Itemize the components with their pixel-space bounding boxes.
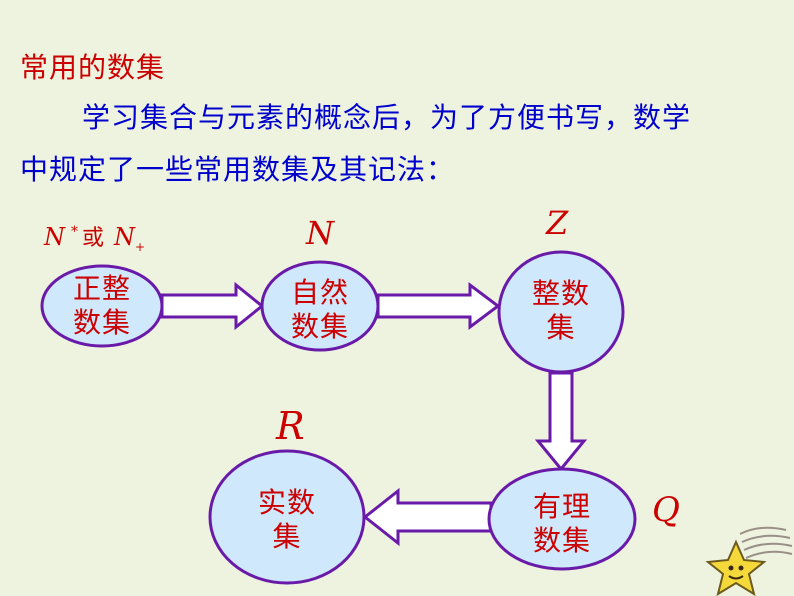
symbol-plus: + — [135, 239, 146, 254]
arrow-integers-to-rationals — [534, 371, 588, 472]
symbol-reals: R — [276, 404, 305, 448]
section-heading: 常用的数集 — [20, 51, 166, 84]
symbol-n-alt: N — [114, 223, 136, 251]
label-line: 数集 — [290, 310, 349, 343]
symbol-natural-numbers: N — [306, 214, 334, 252]
node-integers — [497, 250, 625, 374]
label-line: 整数 — [531, 277, 590, 310]
node-rationals-label: 有理 数集 — [512, 490, 612, 558]
label-line: 数集 — [72, 306, 131, 339]
symbol-star: * — [71, 224, 78, 240]
symbol-integers: Z — [546, 204, 569, 242]
intro-paragraph: 学习集合与元素的概念后，为了方便书写，数学 中规定了一些常用数集及其记法： — [20, 92, 760, 196]
arrow-positive-to-natural — [160, 281, 265, 331]
label-line: 数集 — [532, 524, 591, 557]
symbol-n: N — [44, 223, 65, 251]
label-line: 自然 — [290, 276, 349, 309]
label-line: 集 — [546, 311, 576, 344]
node-natural-numbers-label: 自然 数集 — [270, 276, 370, 344]
node-integers-label: 整数 集 — [511, 277, 611, 345]
symbol-or: 或 — [82, 226, 105, 251]
node-positive-integers — [40, 264, 164, 348]
node-rationals — [487, 467, 637, 571]
node-reals-label: 实数 集 — [237, 486, 337, 554]
star-decoration-icon — [705, 526, 793, 596]
intro-line-2: 中规定了一些常用数集及其记法： — [20, 153, 456, 186]
node-reals — [208, 449, 366, 585]
node-natural-numbers — [260, 260, 380, 352]
label-line: 有理 — [532, 490, 591, 523]
intro-line-1: 学习集合与元素的概念后，为了方便书写，数学 — [82, 101, 692, 134]
arrow-rationals-to-reals — [362, 487, 493, 547]
label-line: 实数 — [257, 486, 316, 519]
node-positive-integers-label: 正整 数集 — [52, 272, 152, 340]
label-line: 集 — [272, 520, 302, 553]
arrow-natural-to-integers — [376, 282, 501, 330]
symbol-rationals: Q — [652, 490, 680, 530]
label-line: 正整 — [72, 272, 131, 305]
